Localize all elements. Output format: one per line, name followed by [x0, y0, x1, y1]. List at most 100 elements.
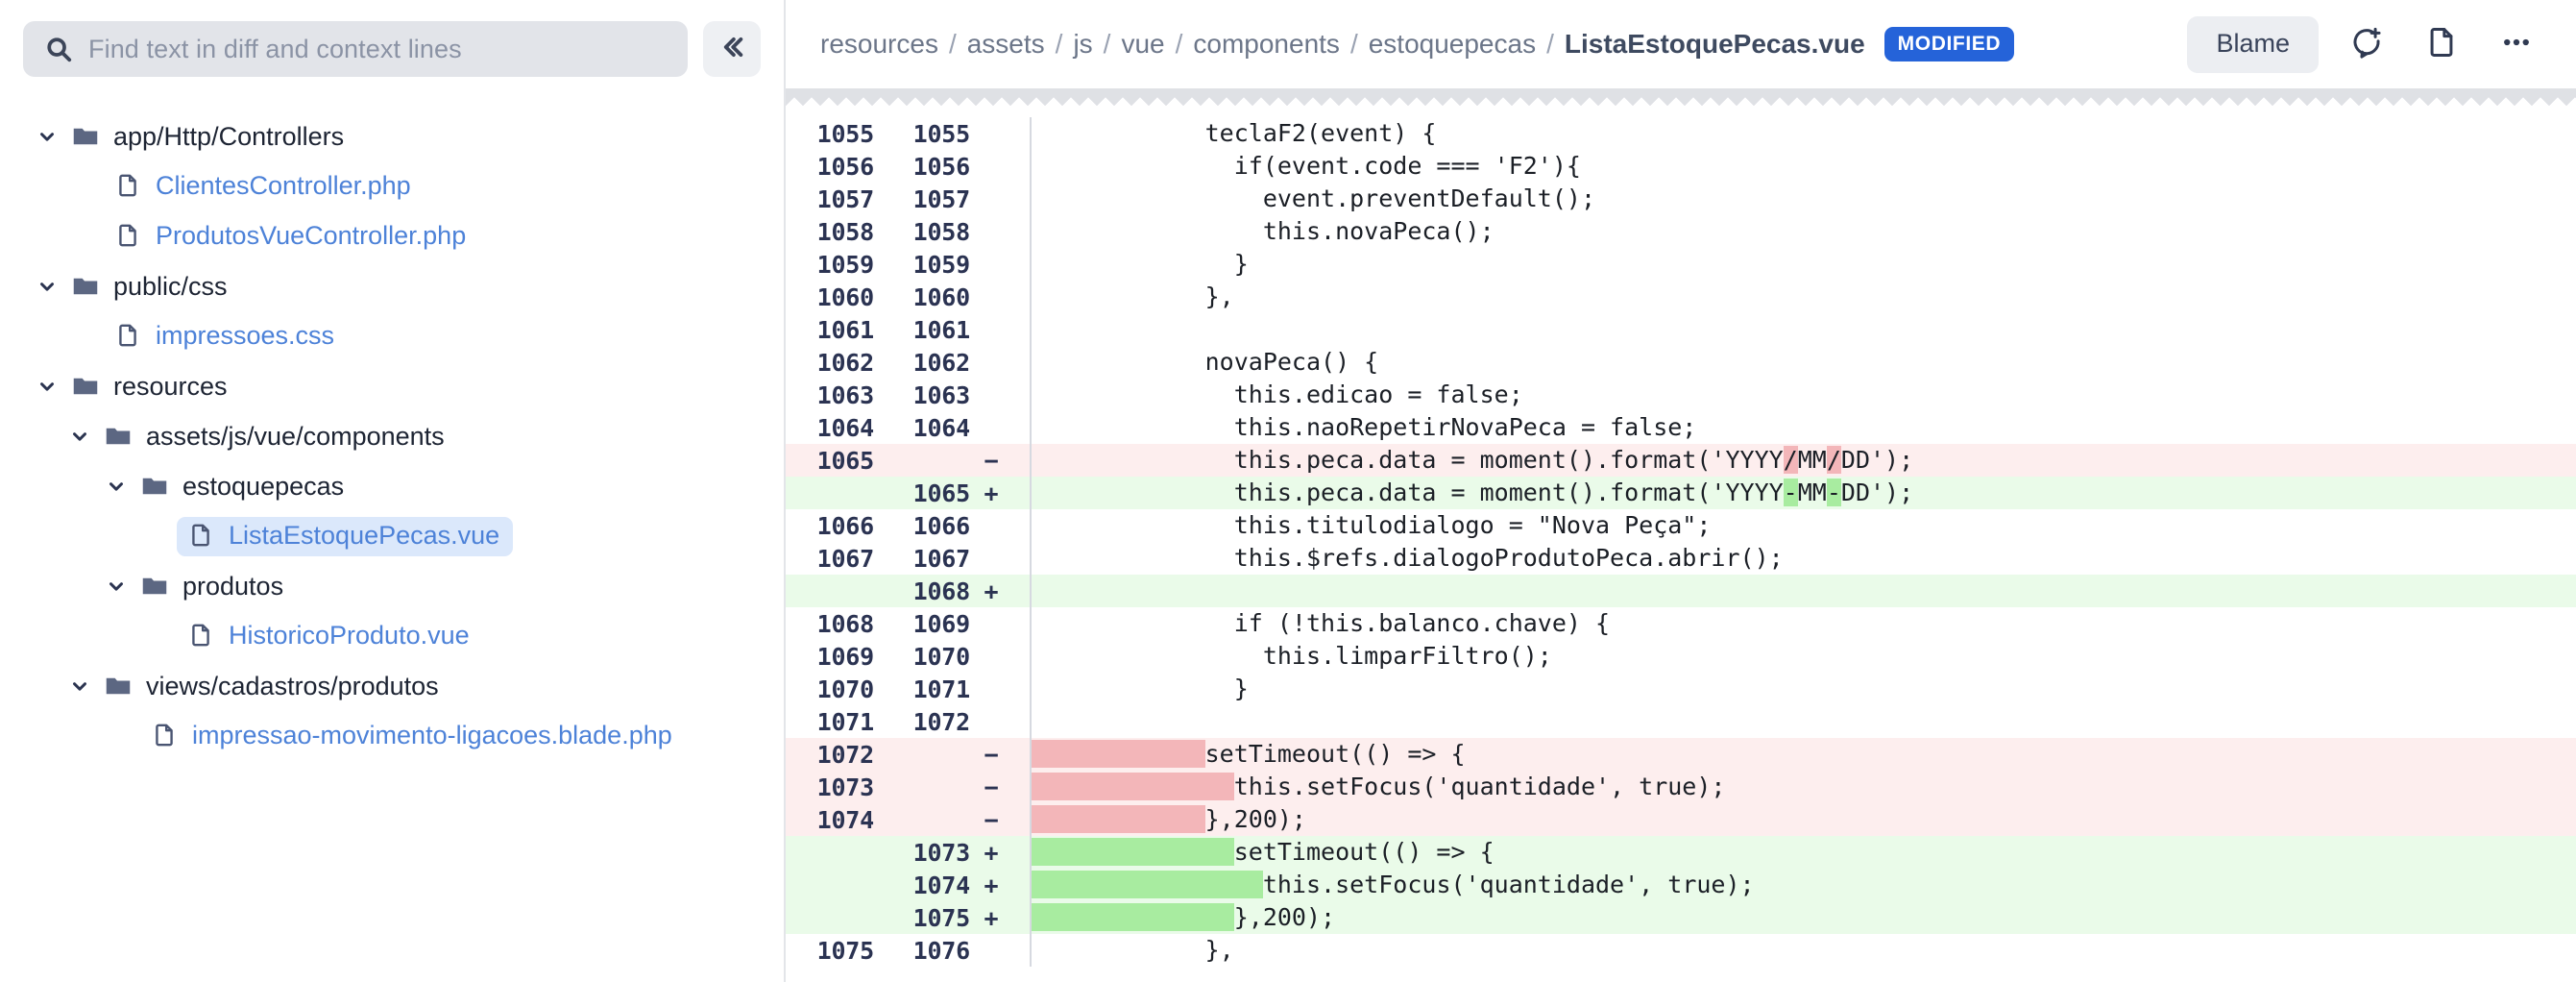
gutter-divider [1030, 607, 1032, 640]
file-icon [186, 621, 215, 650]
line-number-new [874, 738, 970, 771]
breadcrumb-separator: / [1349, 29, 1358, 59]
breadcrumb-item-3[interactable]: vue [1121, 29, 1165, 59]
word-diff-add: - [1826, 479, 1841, 506]
tree-file-label: impressao-movimento-ligacoes.blade.php [192, 720, 672, 749]
tree-file-row[interactable]: impressoes.css [104, 317, 348, 356]
tree-file-clientescontroller-php[interactable]: ClientesController.php [0, 161, 784, 211]
diff-sign [970, 934, 1012, 967]
tree-file-row[interactable]: ListaEstoquePecas.vue [177, 516, 514, 556]
diff-sign: − [984, 741, 999, 769]
diff-row-add[interactable]: 1074+ this.setFocus('quantidade', true); [786, 869, 2576, 901]
tree-folder-produtos[interactable]: produtos [0, 561, 784, 611]
line-number-new: 1068 [912, 577, 971, 605]
chevron-down-icon[interactable] [36, 376, 58, 397]
diff-sign: + [984, 872, 999, 899]
chevron-down-icon[interactable] [36, 126, 58, 147]
tree-file-row[interactable]: HistoricoProduto.vue [177, 617, 483, 656]
line-number-old: 1057 [816, 185, 875, 213]
view-file-button[interactable] [2415, 17, 2468, 71]
line-number-new: 1076 [912, 937, 971, 965]
tree-file-historicoproduto-vue[interactable]: HistoricoProduto.vue [0, 611, 784, 661]
tree-file-listaestoquepecas-vue[interactable]: ListaEstoquePecas.vue [0, 511, 784, 561]
gutter-divider [1030, 477, 1032, 509]
tree-file-row[interactable]: ProdutosVueController.php [104, 217, 479, 257]
breadcrumb-item-4[interactable]: components [1193, 29, 1340, 59]
line-number-old: 1066 [816, 512, 875, 540]
diff-row-del[interactable]: 1074− },200); [786, 803, 2576, 836]
tree-folder-views-cadastros-produtos[interactable]: views/cadastros/produtos [0, 661, 784, 711]
word-diff-del [1032, 740, 1205, 768]
tree-folder-resources[interactable]: resources [0, 361, 784, 411]
chevron-down-icon[interactable] [106, 576, 127, 597]
sidebar-search-row: Find text in diff and context lines [0, 0, 784, 77]
more-options-button[interactable] [2490, 17, 2543, 71]
diff-row-add[interactable]: 1068+ [786, 575, 2576, 607]
chevron-down-icon[interactable] [106, 476, 127, 497]
gutter-divider [1030, 738, 1032, 771]
breadcrumb-item-2[interactable]: js [1073, 29, 1093, 59]
file-icon [113, 321, 142, 350]
tree-folder-assets-js-vue-components[interactable]: assets/js/vue/components [0, 411, 784, 461]
breadcrumb-item-1[interactable]: assets [966, 29, 1045, 59]
code-line: }, [1032, 282, 1234, 310]
breadcrumb-item-0[interactable]: resources [820, 29, 938, 59]
code-line [1032, 705, 2576, 738]
diff-row-del[interactable]: 1065− this.peca.data = moment().format('… [786, 444, 2576, 477]
chevron-down-icon[interactable] [69, 675, 90, 697]
code-line: this.novaPeca(); [1032, 217, 1495, 245]
collapse-sidebar-button[interactable] [703, 21, 761, 77]
breadcrumb-item-5[interactable]: estoquepecas [1368, 29, 1537, 59]
line-number-old [786, 836, 874, 869]
diff-row-del[interactable]: 1072− setTimeout(() => { [786, 738, 2576, 771]
tree-file-produtosvuecontroller-php[interactable]: ProdutosVueController.php [0, 211, 784, 261]
gutter-divider [1030, 803, 1032, 836]
add-comment-button[interactable] [2340, 17, 2394, 71]
tree-file-row[interactable]: ClientesController.php [104, 167, 425, 207]
chevron-down-icon[interactable] [36, 276, 58, 297]
diff-row-add[interactable]: 1075+ },200); [786, 901, 2576, 934]
search-input[interactable]: Find text in diff and context lines [23, 21, 688, 77]
folder-icon [140, 472, 169, 501]
tree-file-impressao-movimento-ligacoes-blade-php[interactable]: impressao-movimento-ligacoes.blade.php [0, 711, 784, 761]
tree-file-label: ClientesController.php [156, 170, 411, 200]
diff-row-add[interactable]: 1065+ this.peca.data = moment().format('… [786, 477, 2576, 509]
chevron-down-icon[interactable] [69, 426, 90, 447]
blame-button[interactable]: Blame [2187, 15, 2319, 73]
word-diff-del [1032, 773, 1234, 800]
diff-row-del[interactable]: 1073− this.setFocus('quantidade', true); [786, 771, 2576, 803]
tree-file-impressoes-css[interactable]: impressoes.css [0, 311, 784, 361]
code-line: this.peca.data = moment().format('YYYY-M… [1032, 479, 1914, 506]
line-number-new [874, 444, 970, 477]
code-line: this.$refs.dialogoProdutoPeca.abrir(); [1032, 544, 1784, 572]
tree-folder-app-http-controllers[interactable]: app/Http/Controllers [0, 111, 784, 161]
breadcrumb-separator: / [1175, 29, 1183, 59]
tree-folder-public-css[interactable]: public/css [0, 261, 784, 311]
add-comment-icon [2350, 26, 2383, 63]
tree-folder-estoquepecas[interactable]: estoquepecas [0, 461, 784, 511]
gutter-divider [1030, 444, 1032, 477]
code-line: this.setFocus('quantidade', true); [1032, 771, 2576, 803]
line-number-new: 1074 [912, 872, 971, 899]
diff-row-add[interactable]: 1073+ setTimeout(() => { [786, 836, 2576, 869]
tree-file-row[interactable]: impressao-movimento-ligacoes.blade.php [140, 717, 686, 756]
